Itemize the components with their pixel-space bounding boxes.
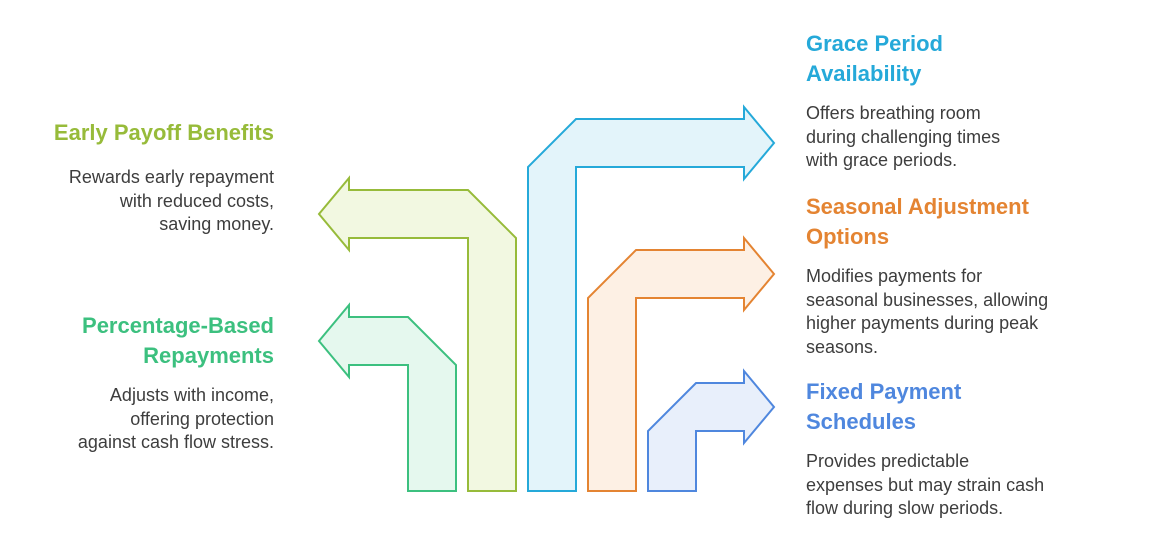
fixed-payment-desc-line: flow during slow periods. [806,498,1004,518]
early-payoff-desc-line: Rewards early repayment [68,167,274,187]
early-payoff-arrow [317,175,517,492]
seasonal-adjustment-title: Options [806,224,890,249]
seasonal-adjustment-arrow [587,235,776,492]
percentage-based-desc-line: Adjusts with income, [109,385,274,405]
percentage-based-desc-line: offering protection [130,408,274,429]
grace-period-desc-line: with grace periods. [806,150,958,170]
fixed-payment-arrow [647,368,776,492]
percentage-based-block: Percentage-Based Repayments Adjusts with… [0,311,274,455]
grace-period-block: Grace Period Availability Offers breathi… [806,29,1146,173]
seasonal-adjustment-title: Seasonal Adjustment [806,194,1029,219]
percentage-based-title: Percentage-Based [82,313,274,338]
percentage-based-arrow [317,302,457,492]
seasonal-adjustment-block: Seasonal Adjustment Options Modifies pay… [806,192,1146,359]
early-payoff-block: Early Payoff Benefits Rewards early repa… [0,118,274,237]
seasonal-adjustment-desc-line: Modifies payments for [806,266,983,286]
fixed-payment-desc-line: Provides predictable [806,451,970,471]
percentage-based-title: Repayments [143,343,274,368]
grace-period-arrow [527,104,776,492]
seasonal-adjustment-desc-line: seasons. [806,336,879,357]
fixed-payment-title: Fixed Payment [806,379,962,404]
early-payoff-title: Early Payoff Benefits [53,120,274,145]
grace-period-title: Grace Period [806,31,943,56]
fixed-payment-desc-line: expenses but may strain cash [806,474,1045,495]
grace-period-title: Availability [806,61,922,86]
grace-period-desc-line: during challenging times [806,126,1001,147]
seasonal-adjustment-desc-line: seasonal businesses, allowing [806,289,1049,310]
early-payoff-desc-line: with reduced costs, [119,190,274,211]
grace-period-desc-line: Offers breathing room [806,103,981,123]
percentage-based-desc-line: against cash flow stress. [77,432,274,452]
early-payoff-desc-line: saving money. [159,214,274,234]
fixed-payment-title: Schedules [806,409,917,434]
fixed-payment-block: Fixed Payment Schedules Provides predict… [806,377,1146,521]
seasonal-adjustment-desc-line: higher payments during peak [806,313,1039,333]
